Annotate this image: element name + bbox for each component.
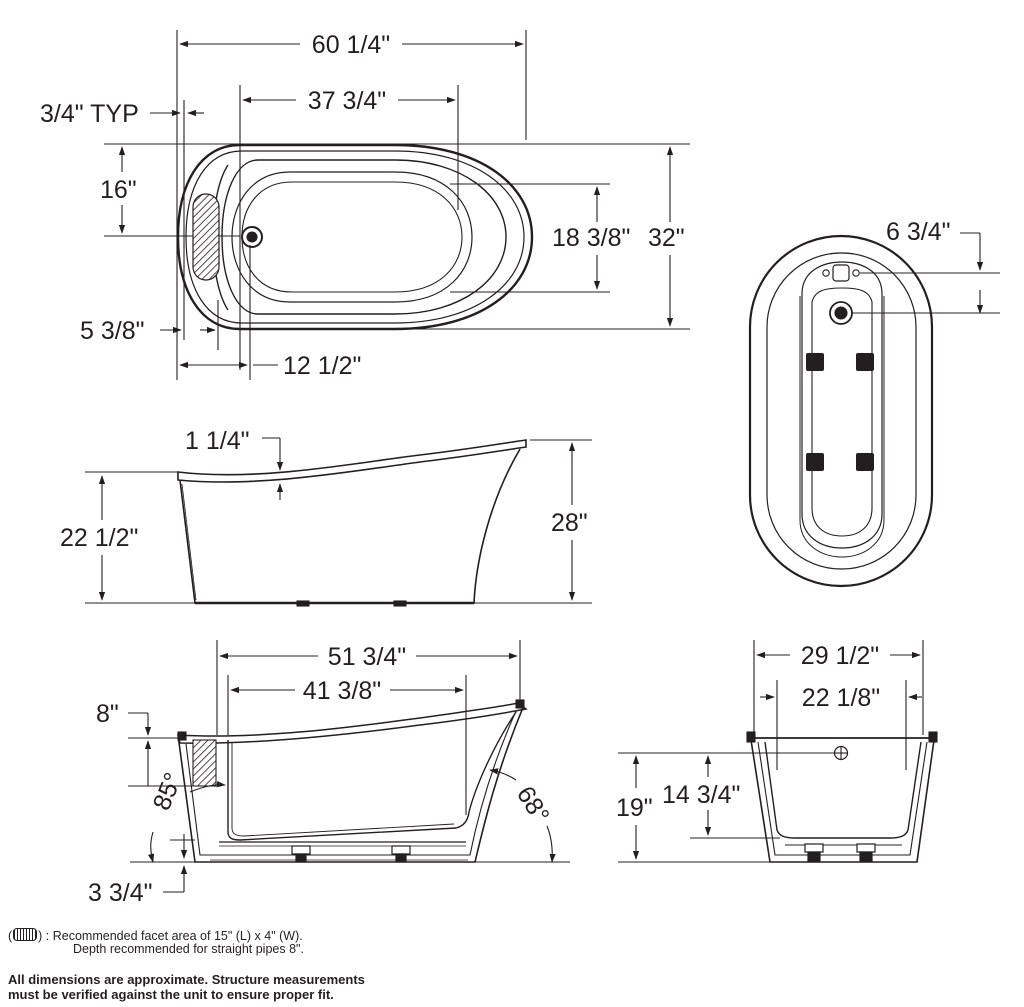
facet-note-line2: Depth recommended for straight pipes 8".	[73, 942, 304, 956]
dim-jet-offset: 6 3/4"	[886, 218, 950, 246]
dim-interior-length: 37 3/4"	[308, 87, 386, 115]
hatch-swatch-icon	[13, 928, 38, 941]
dim-rim-drop: 1 1/4"	[185, 427, 249, 455]
facet-note-line1: ) : Recommended facet area of 15" (L) x …	[38, 929, 303, 943]
dim-overall-width: 32"	[648, 224, 685, 252]
end-section-view	[618, 640, 938, 863]
plan-view	[748, 232, 1000, 588]
side-view	[85, 437, 592, 607]
disclaimer-line2: must be verified against the unit to ens…	[8, 987, 334, 1002]
section-view	[128, 640, 570, 893]
dim-backrest-offset: 5 3/8"	[80, 317, 144, 345]
dim-rim-thickness: 3/4" TYP	[40, 100, 139, 128]
dim-height: 19"	[616, 794, 653, 822]
dim-overall-length: 60 1/4"	[312, 31, 390, 59]
dim-interior-width: 18 3/8"	[552, 224, 630, 252]
dim-drain-from-end: 12 1/2"	[283, 352, 361, 380]
dim-slope-angle: 68°	[511, 781, 555, 828]
dim-top-width: 29 1/2"	[801, 642, 879, 670]
dim-drain-from-edge: 16"	[100, 176, 137, 204]
dim-low-end-height: 22 1/2"	[60, 524, 138, 552]
dim-base-length: 51 3/4"	[328, 643, 406, 671]
disclaimer-line1: All dimensions are approximate. Structur…	[8, 972, 365, 987]
dim-floor-length: 41 3/8"	[303, 677, 381, 705]
dim-water-depth: 14 3/4"	[662, 781, 740, 809]
dim-pipe-depth: 8"	[96, 700, 119, 728]
dim-end-angle: 85°	[148, 769, 188, 815]
dim-inner-width: 22 1/8"	[802, 684, 880, 712]
facet-note: ( ) : Recommended facet area of 15" (L) x…	[8, 928, 304, 956]
disclaimer: All dimensions are approximate. Structur…	[8, 972, 365, 1002]
top-view	[104, 30, 690, 380]
dim-high-end-height: 28"	[551, 509, 588, 537]
facet-note-open: (	[8, 929, 13, 943]
dim-floor-clearance: 3 3/4"	[88, 879, 152, 907]
